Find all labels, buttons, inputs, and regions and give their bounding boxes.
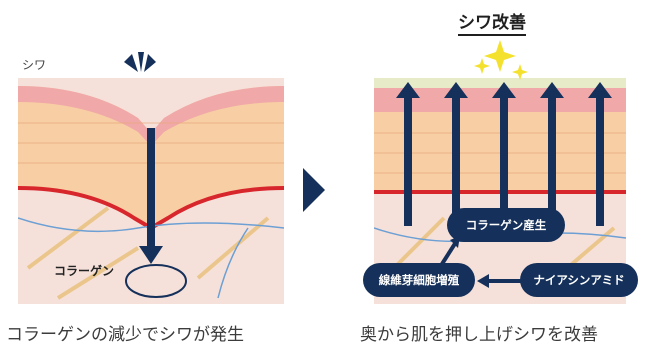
improvement-illustration [374, 78, 626, 304]
collagen-production-badge: コラーゲン産生 [447, 208, 565, 242]
fibroblast-proliferation-badge: 線維芽細胞増殖 [363, 263, 475, 297]
wrinkle-label: シワ [22, 58, 47, 72]
chevron-right-icon [303, 168, 325, 212]
right-caption: 奥から肌を押し上げシワを改善 [360, 325, 598, 345]
sparkle-icon [474, 40, 528, 80]
left-caption: コラーゲンの減少でシワが発生 [6, 325, 244, 345]
improvement-title: シワ改善 [458, 8, 526, 36]
arrow-up-right-icon [440, 236, 460, 266]
collagen-label: コラーゲン [54, 264, 115, 278]
niacinamide-badge: ナイアシンアミド [520, 263, 638, 297]
arrow-left-icon [477, 274, 521, 288]
wrinkle-illustration [18, 78, 284, 304]
burst-icon [124, 52, 156, 72]
